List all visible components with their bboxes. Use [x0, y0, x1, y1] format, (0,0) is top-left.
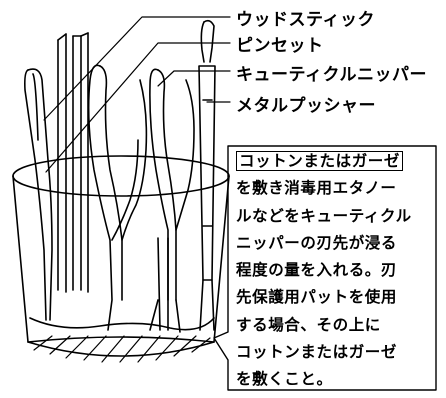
note-line: ルなどをキューティクル	[236, 206, 412, 225]
beaker-bottom-hatching	[33, 335, 211, 363]
note-line: を敷くこと。	[236, 370, 333, 389]
wood-sticks-drawing	[57, 32, 89, 293]
label-tweezers: ピンセット	[236, 36, 324, 56]
cuticle-nipper-left-drawing	[87, 64, 148, 331]
leader-lines	[43, 16, 231, 173]
note-line: 程度の量を入れる。刃	[236, 261, 398, 280]
note-text: コットンまたはガーゼ を敷き消毒用エタノー ルなどをキューティクル ニッパーの刃…	[236, 148, 412, 394]
note-line-boxed: コットンまたはガーゼ	[236, 148, 412, 175]
glass-beaker-drawing	[12, 155, 230, 357]
label-metal-pusher: メタルプッシャー	[236, 96, 376, 116]
note-line: コットンまたはガーゼ	[236, 343, 398, 362]
cuticle-nipper-right-drawing	[149, 68, 195, 333]
label-cuticle-nipper: キューティクルニッパー	[236, 65, 427, 85]
tweezers-drawing	[24, 68, 53, 321]
label-wood-stick: ウッドスティック	[236, 10, 375, 30]
note-line: ニッパーの刃先が浸る	[236, 233, 398, 252]
metal-pusher-drawing	[198, 19, 216, 331]
note-callout-box	[213, 145, 437, 391]
note-line: を敷き消毒用エタノー	[236, 179, 397, 198]
note-line: する場合、その上に	[236, 315, 381, 334]
note-box: コットンまたはガーゼ を敷き消毒用エタノー ルなどをキューティクル ニッパーの刃…	[228, 146, 436, 390]
note-line: 先保護用パットを使用	[236, 288, 398, 307]
